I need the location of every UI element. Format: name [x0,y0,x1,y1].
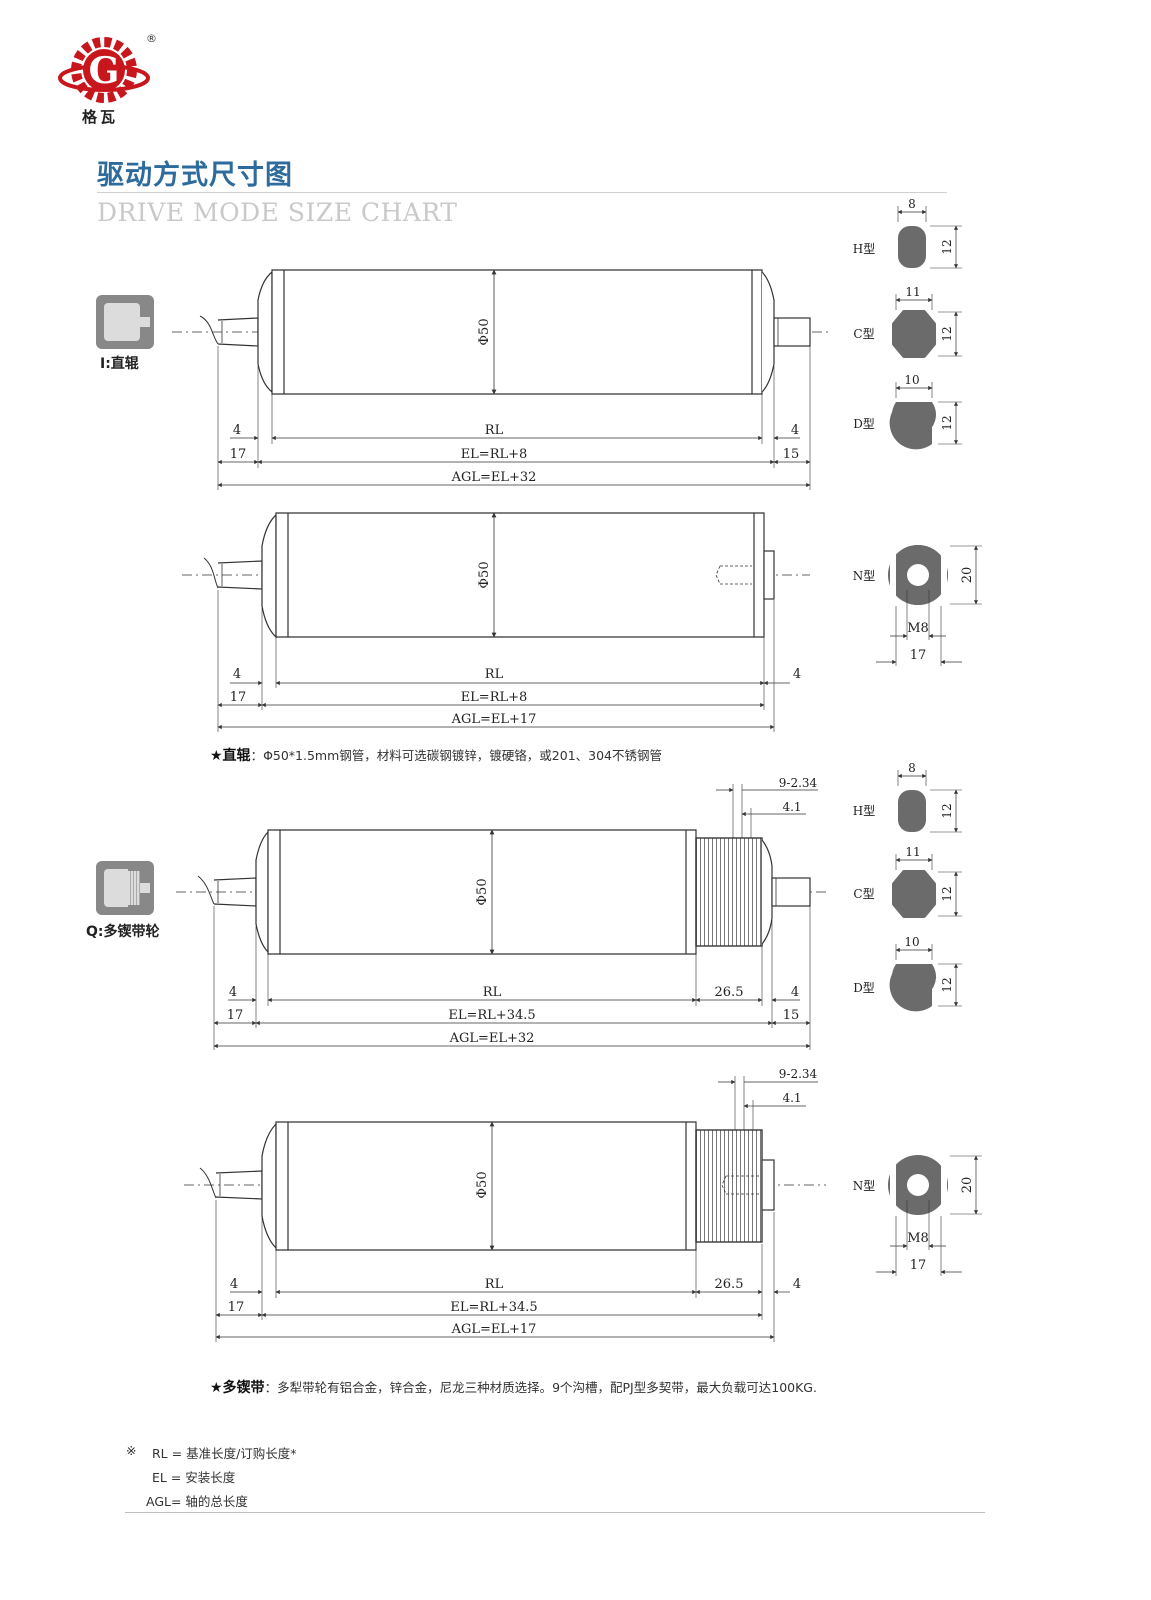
dim-groove-pitch: 4.1 [782,800,801,814]
type-label-straight: I:直辊 [100,356,139,372]
dim-groove-pitch: 4.1 [782,1091,801,1105]
note-poly-v-label: ★多锲带 [210,1380,265,1396]
c-label: C型 [853,887,874,901]
dim-el: EL=RL+34.5 [450,1300,537,1315]
n-height: 20 [960,1177,975,1194]
shaft-section-n-1 [876,544,982,666]
page-title: 驱动方式尺寸图 [97,160,293,191]
dim-el: EL=RL+8 [461,690,528,705]
d-width: 10 [904,373,919,387]
dim-right-offset: 4 [791,985,799,1000]
h-label: H型 [853,242,875,256]
dim-agl: AGL=EL+17 [451,1322,537,1337]
dim-grooves: 9-2.34 [779,1067,818,1081]
legend-rl: RL = 基准长度/订购长度* [152,1446,297,1461]
c-width: 11 [905,285,920,299]
shaft-section-c-2 [892,854,962,918]
brand-name: 格瓦 [82,108,119,126]
footer-divider [125,1512,985,1513]
note-poly-v-text: ：多犁带轮有铝合金，锌合金，尼龙三种材质选择。9个沟槽，配PJ型多契带，最大负载… [264,1380,817,1395]
logo-letter: G [89,50,120,92]
n-thread: M8 [907,1231,929,1246]
dim-agl: AGL=EL+32 [449,1031,535,1046]
n-width: 17 [910,1258,927,1273]
shaft-section-c-1 [892,294,962,358]
dim-left-shaft: 17 [228,1300,245,1315]
dim-diameter: Φ50 [475,878,490,905]
title-divider [97,192,947,193]
c-height: 12 [940,326,954,341]
shaft-section-d-2 [889,944,962,1012]
d-height: 12 [940,415,954,430]
legend-el: EL = 安装长度 [152,1470,236,1485]
n-height: 20 [960,567,975,584]
note-straight: ★直辊：Φ50*1.5mm钢管，材料可选碳钢镀锌，镀硬铬，或201、304不锈钢… [210,745,662,765]
dim-agl: AGL=EL+17 [451,712,537,727]
dim-rl: RL [485,1277,504,1292]
straight-roller-drawing-a [172,269,830,490]
registered-mark: ® [146,32,157,45]
dim-left-shaft: 17 [230,690,247,705]
dim-right-shaft: 15 [783,447,800,462]
d-label: D型 [853,417,875,431]
note-poly-v: ★多锲带：多犁带轮有铝合金，锌合金，尼龙三种材质选择。9个沟槽，配PJ型多契带，… [210,1377,817,1397]
dim-diameter: Φ50 [477,318,492,345]
note-straight-text: ：Φ50*1.5mm钢管，材料可选碳钢镀锌，镀硬铬，或201、304不锈钢管 [250,748,663,763]
c-height: 12 [940,886,954,901]
dim-left-shaft: 17 [227,1008,244,1023]
type-label-poly-v: Q:多锲带轮 [86,924,160,940]
c-label: C型 [853,327,874,341]
legend-agl: AGL= 轴的总长度 [146,1494,248,1509]
dim-right-shaft: 15 [783,1008,800,1023]
h-height: 12 [940,239,954,254]
shaft-section-h-2 [897,770,962,833]
dim-rl: RL [483,985,502,1000]
dim-right-offset: 4 [791,423,799,438]
n-label: N型 [853,1179,876,1193]
dim-left-offset: 4 [229,985,237,1000]
straight-roller-drawing-b [182,512,810,732]
dim-right-offset: 4 [793,1277,801,1292]
dim-groove-length: 26.5 [715,985,744,1000]
poly-v-pulley-thumbnail [96,861,154,915]
dim-el: EL=RL+8 [461,447,528,462]
h-width: 8 [908,197,916,211]
d-width: 10 [904,935,919,949]
brand-logo-icon: G [58,37,150,103]
dim-left-offset: 4 [230,1277,238,1292]
dim-el: EL=RL+34.5 [448,1008,535,1023]
n-label: N型 [853,569,876,583]
dim-left-offset: 4 [233,423,241,438]
h-width: 8 [908,761,916,775]
dim-groove-length: 26.5 [715,1277,744,1292]
legend-mark: ※ [126,1443,137,1458]
page-subtitle: DRIVE MODE SIZE CHART [97,198,458,227]
dim-grooves: 9-2.34 [779,776,818,790]
poly-v-roller-drawing-b [184,1076,826,1342]
h-height: 12 [940,803,954,818]
h-label: H型 [853,804,875,818]
poly-v-roller-drawing-a [176,784,828,1050]
d-height: 12 [940,977,954,992]
dim-diameter: Φ50 [477,561,492,588]
d-label: D型 [853,981,875,995]
dim-diameter: Φ50 [475,1171,490,1198]
note-straight-label: ★直辊 [210,748,251,764]
dim-rl: RL [485,667,504,682]
dim-left-shaft: 17 [230,447,247,462]
shaft-section-h-1 [897,206,962,269]
shaft-section-d-1 [889,382,962,450]
n-width: 17 [910,648,927,663]
dim-agl: AGL=EL+32 [451,470,537,485]
dim-left-offset: 4 [233,667,241,682]
n-thread: M8 [907,621,929,636]
c-width: 11 [905,845,920,859]
straight-roller-thumbnail [96,295,154,349]
shaft-section-n-2 [876,1155,982,1276]
dim-right-offset: 4 [793,667,801,682]
dim-rl: RL [485,423,504,438]
